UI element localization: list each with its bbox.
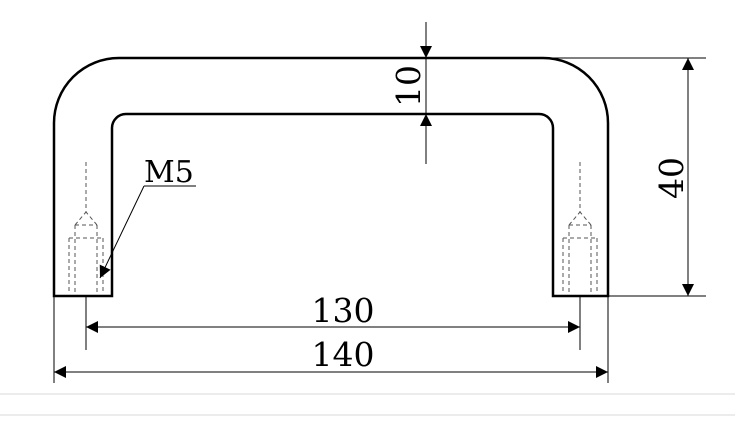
hole-spacing-dimension-label: 130 (312, 291, 375, 330)
overall-width-dimension-label: 140 (312, 335, 375, 374)
right-thread-hidden-lines (562, 162, 598, 294)
handle-outline (52, 56, 610, 298)
left-thread-hidden-lines (68, 162, 104, 294)
height-dimension-label: 40 (652, 157, 691, 199)
thread-label: M5 (144, 155, 194, 190)
thickness-dimension-label: 10 (389, 65, 428, 107)
thread-leader-line (99, 185, 145, 279)
